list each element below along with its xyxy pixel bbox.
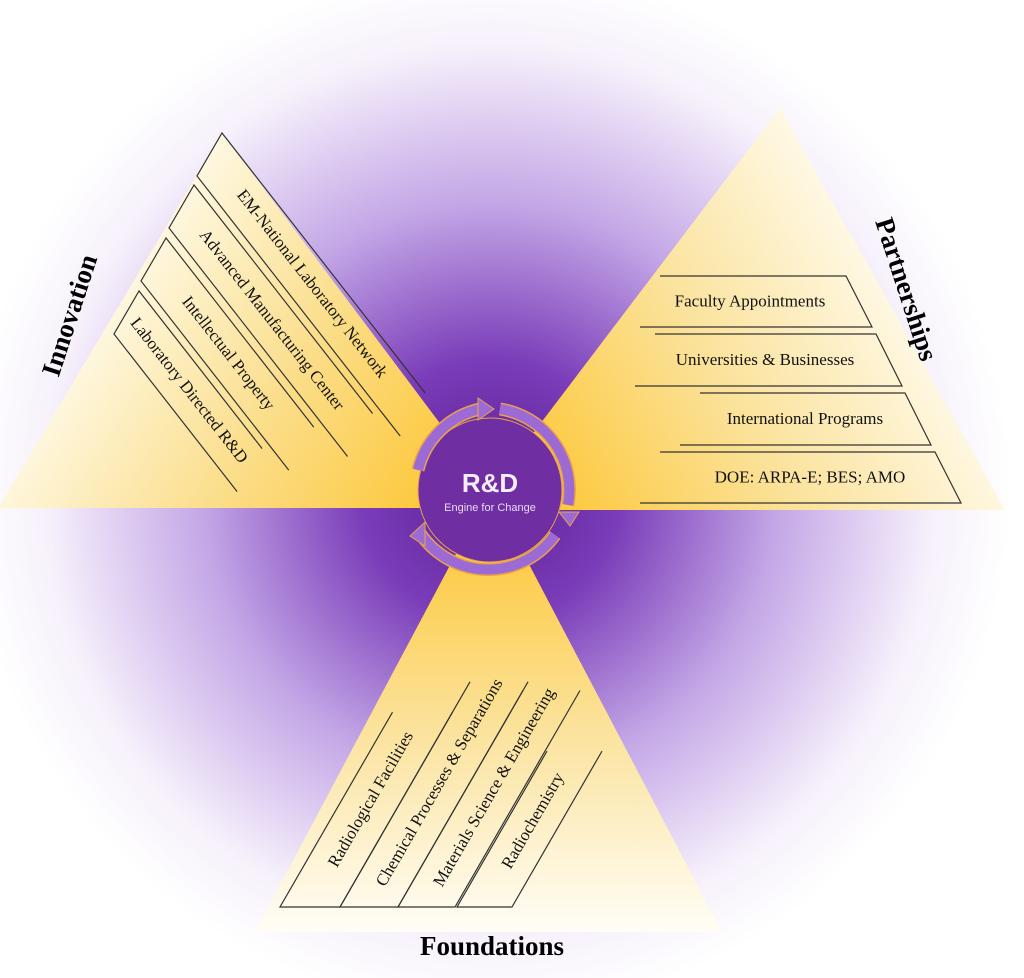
- foundations-box: [455, 750, 603, 908]
- hub-subtitle: Engine for Change: [444, 502, 536, 514]
- hub-circle: [417, 417, 563, 563]
- foundations-title: Foundations: [420, 931, 564, 961]
- foundations-wedge: [255, 490, 722, 932]
- innovation-box: [113, 289, 263, 492]
- partnerships-item: DOE: ARPA-E; BES; AMO: [715, 468, 906, 487]
- partnerships-item: International Programs: [727, 409, 883, 428]
- partnerships-box: [680, 392, 932, 446]
- partnerships-box: [640, 275, 873, 328]
- partnerships-box: [640, 451, 962, 504]
- arrowhead-icon: [557, 511, 580, 527]
- partnerships-wedge: [490, 108, 1005, 510]
- arrowhead-icon: [477, 397, 495, 421]
- cycle-arrows-icon: [413, 404, 575, 575]
- innovation-box: [196, 131, 426, 437]
- partnerships-item: Universities & Businesses: [676, 350, 855, 369]
- innovation-box: [168, 183, 374, 457]
- hub-title: R&D: [462, 468, 518, 498]
- innovation-wedge: [0, 133, 490, 508]
- innovation-box: [140, 236, 315, 471]
- partnerships-box: [635, 333, 903, 387]
- partnerships-item: Faculty Appointments: [675, 292, 826, 311]
- arrowhead-icon: [409, 520, 426, 547]
- rd-engine-hub: R&D Engine for Change: [409, 397, 580, 576]
- foundations-box: [396, 690, 581, 908]
